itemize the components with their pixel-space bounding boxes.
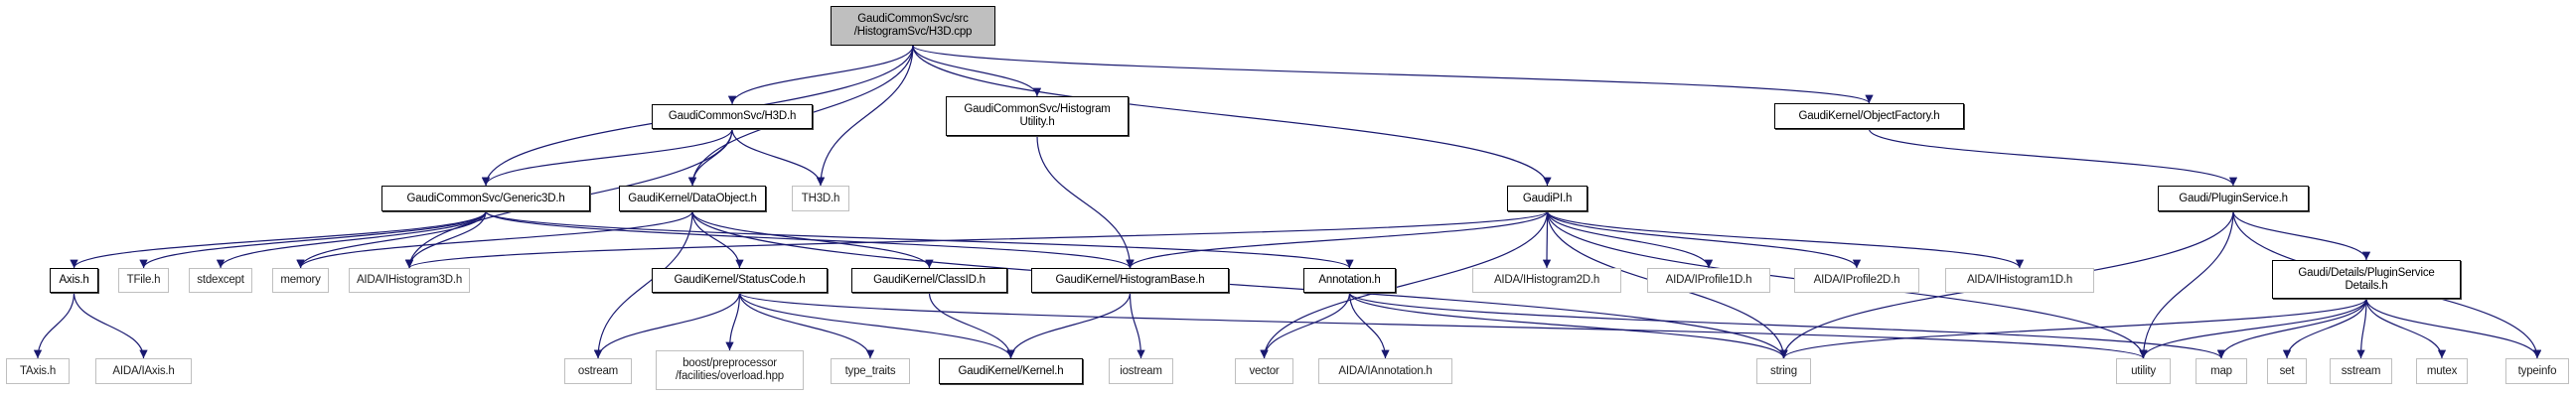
node-typetraits[interactable]: type_traits	[831, 358, 910, 384]
edge-dataobject-to-ostream	[593, 210, 693, 359]
node-ihist3d[interactable]: AIDA/IHistogram3D.h	[349, 268, 470, 293]
edge-h3d-to-generic3d	[481, 128, 733, 187]
edge-dataobject-to-string	[691, 210, 1788, 359]
edge-pluginservice-to-psdetails	[2232, 210, 2371, 261]
edge-gaudipi-to-iprof2d	[1546, 210, 1862, 269]
edge-psdetails-to-sstream	[2356, 298, 2367, 359]
edge-annotation-to-map	[1348, 292, 2225, 359]
node-root[interactable]: GaudiCommonSvc/src /HistogramSvc/H3D.cpp	[831, 6, 995, 46]
edge-annotation-to-vector	[1260, 292, 1351, 359]
edge-psdetails-to-map	[2216, 298, 2367, 359]
node-iprof2d[interactable]: AIDA/IProfile2D.h	[1794, 268, 1919, 293]
edge-pluginservice-to-utility	[2139, 210, 2234, 359]
edge-root-to-h3d	[727, 45, 914, 105]
node-psdetails[interactable]: Gaudi/Details/PluginService Details.h	[2272, 260, 2461, 299]
edge-dataobject-to-statuscode	[691, 210, 744, 269]
node-memory[interactable]: memory	[272, 268, 329, 293]
node-sstream[interactable]: sstream	[2330, 358, 2392, 384]
edge-psdetails-to-mutex	[2365, 298, 2447, 359]
node-mutex[interactable]: mutex	[2416, 358, 2468, 384]
node-gaudipi[interactable]: GaudiPI.h	[1507, 186, 1588, 211]
node-histbase[interactable]: GaudiKernel/HistogramBase.h	[1031, 268, 1229, 293]
edge-psdetails-to-string	[1779, 298, 2367, 359]
edge-psdetails-to-typeinfo	[2365, 298, 2542, 359]
node-h3d[interactable]: GaudiCommonSvc/H3D.h	[652, 104, 813, 129]
edge-generic3d-to-tfile	[139, 210, 487, 269]
node-generic3d[interactable]: GaudiCommonSvc/Generic3D.h	[381, 186, 590, 211]
node-string[interactable]: string	[1756, 358, 1811, 384]
node-iannotation[interactable]: AIDA/IAnnotation.h	[1318, 358, 1452, 384]
edge-gaudipi-to-histbase	[1126, 210, 1549, 269]
edge-histbase-to-kernel	[1006, 292, 1132, 359]
node-ostream[interactable]: ostream	[564, 358, 632, 384]
node-typeinfo[interactable]: typeinfo	[2505, 358, 2569, 384]
node-th3d[interactable]: TH3D.h	[792, 186, 849, 211]
edge-axis-to-iaxis	[73, 292, 148, 359]
edge-psdetails-to-set	[2282, 298, 2367, 359]
node-pluginservice[interactable]: Gaudi/PluginService.h	[2158, 186, 2309, 211]
edge-group	[33, 45, 2542, 359]
node-histutil[interactable]: GaudiCommonSvc/Histogram Utility.h	[946, 96, 1129, 136]
node-iprof1d[interactable]: AIDA/IProfile1D.h	[1647, 268, 1770, 293]
node-axis[interactable]: Axis.h	[50, 268, 98, 293]
node-annotation[interactable]: Annotation.h	[1303, 268, 1396, 293]
node-objfactory[interactable]: GaudiKernel/ObjectFactory.h	[1774, 103, 1964, 129]
edge-histutil-to-histbase	[1036, 135, 1135, 269]
edge-root-to-objfactory	[912, 45, 1874, 104]
node-set[interactable]: set	[2267, 358, 2307, 384]
node-taxis[interactable]: TAxis.h	[6, 358, 70, 384]
edge-statuscode-to-kernel	[738, 292, 1015, 359]
edge-histbase-to-iostream	[1129, 292, 1145, 359]
edge-annotation-to-string	[1348, 292, 1788, 359]
node-dataobject[interactable]: GaudiKernel/DataObject.h	[619, 186, 766, 211]
edge-dataobject-to-memory	[296, 210, 693, 269]
node-ihist2d[interactable]: AIDA/IHistogram2D.h	[1472, 268, 1621, 293]
edge-gaudipi-to-ihist2d	[1542, 210, 1552, 269]
edge-gaudipi-to-ihist1d	[1546, 210, 2025, 269]
edge-h3d-to-th3d	[731, 128, 826, 187]
edge-gaudipi-to-vector	[1260, 210, 1549, 359]
node-statuscode[interactable]: GaudiKernel/StatusCode.h	[652, 268, 828, 293]
edge-statuscode-to-ostream	[593, 292, 741, 359]
edge-generic3d-to-memory	[296, 210, 487, 269]
edge-gaudipi-to-iprof1d	[1546, 210, 1714, 269]
edge-generic3d-to-axis	[70, 210, 487, 269]
edge-root-to-gaudipi	[912, 45, 1552, 187]
edge-generic3d-to-stdexcept	[216, 210, 487, 269]
node-classid[interactable]: GaudiKernel/ClassID.h	[851, 268, 1007, 293]
edge-root-to-th3d	[816, 45, 914, 187]
edge-statuscode-to-utility	[738, 292, 2148, 359]
node-vector[interactable]: vector	[1235, 358, 1293, 384]
edge-axis-to-taxis	[33, 292, 76, 359]
edge-statuscode-to-typetraits	[738, 292, 875, 359]
edge-objfactory-to-pluginservice	[1868, 128, 2238, 187]
node-ihist1d[interactable]: AIDA/IHistogram1D.h	[1945, 268, 2094, 293]
node-iostream[interactable]: iostream	[1109, 358, 1173, 384]
edge-gaudipi-to-ihist3d	[405, 210, 1549, 269]
node-iaxis[interactable]: AIDA/IAxis.h	[95, 358, 192, 384]
node-kernel[interactable]: GaudiKernel/Kernel.h	[939, 358, 1083, 384]
edge-psdetails-to-utility	[2139, 298, 2367, 359]
edge-h3d-to-dataobject	[687, 128, 733, 187]
edge-dataobject-to-classid	[691, 210, 934, 269]
edge-statuscode-to-boost	[725, 292, 741, 351]
edge-annotation-to-iannotation	[1348, 292, 1390, 359]
node-boost[interactable]: boost/preprocessor /facilities/overload.…	[656, 350, 804, 390]
edge-generic3d-to-annotation	[485, 210, 1354, 269]
node-tfile[interactable]: TFile.h	[118, 268, 169, 293]
node-utility[interactable]: utility	[2116, 358, 2171, 384]
node-stdexcept[interactable]: stdexcept	[189, 268, 252, 293]
edge-root-to-histutil	[912, 45, 1042, 97]
edge-classid-to-kernel	[928, 292, 1015, 359]
node-map[interactable]: map	[2196, 358, 2247, 384]
